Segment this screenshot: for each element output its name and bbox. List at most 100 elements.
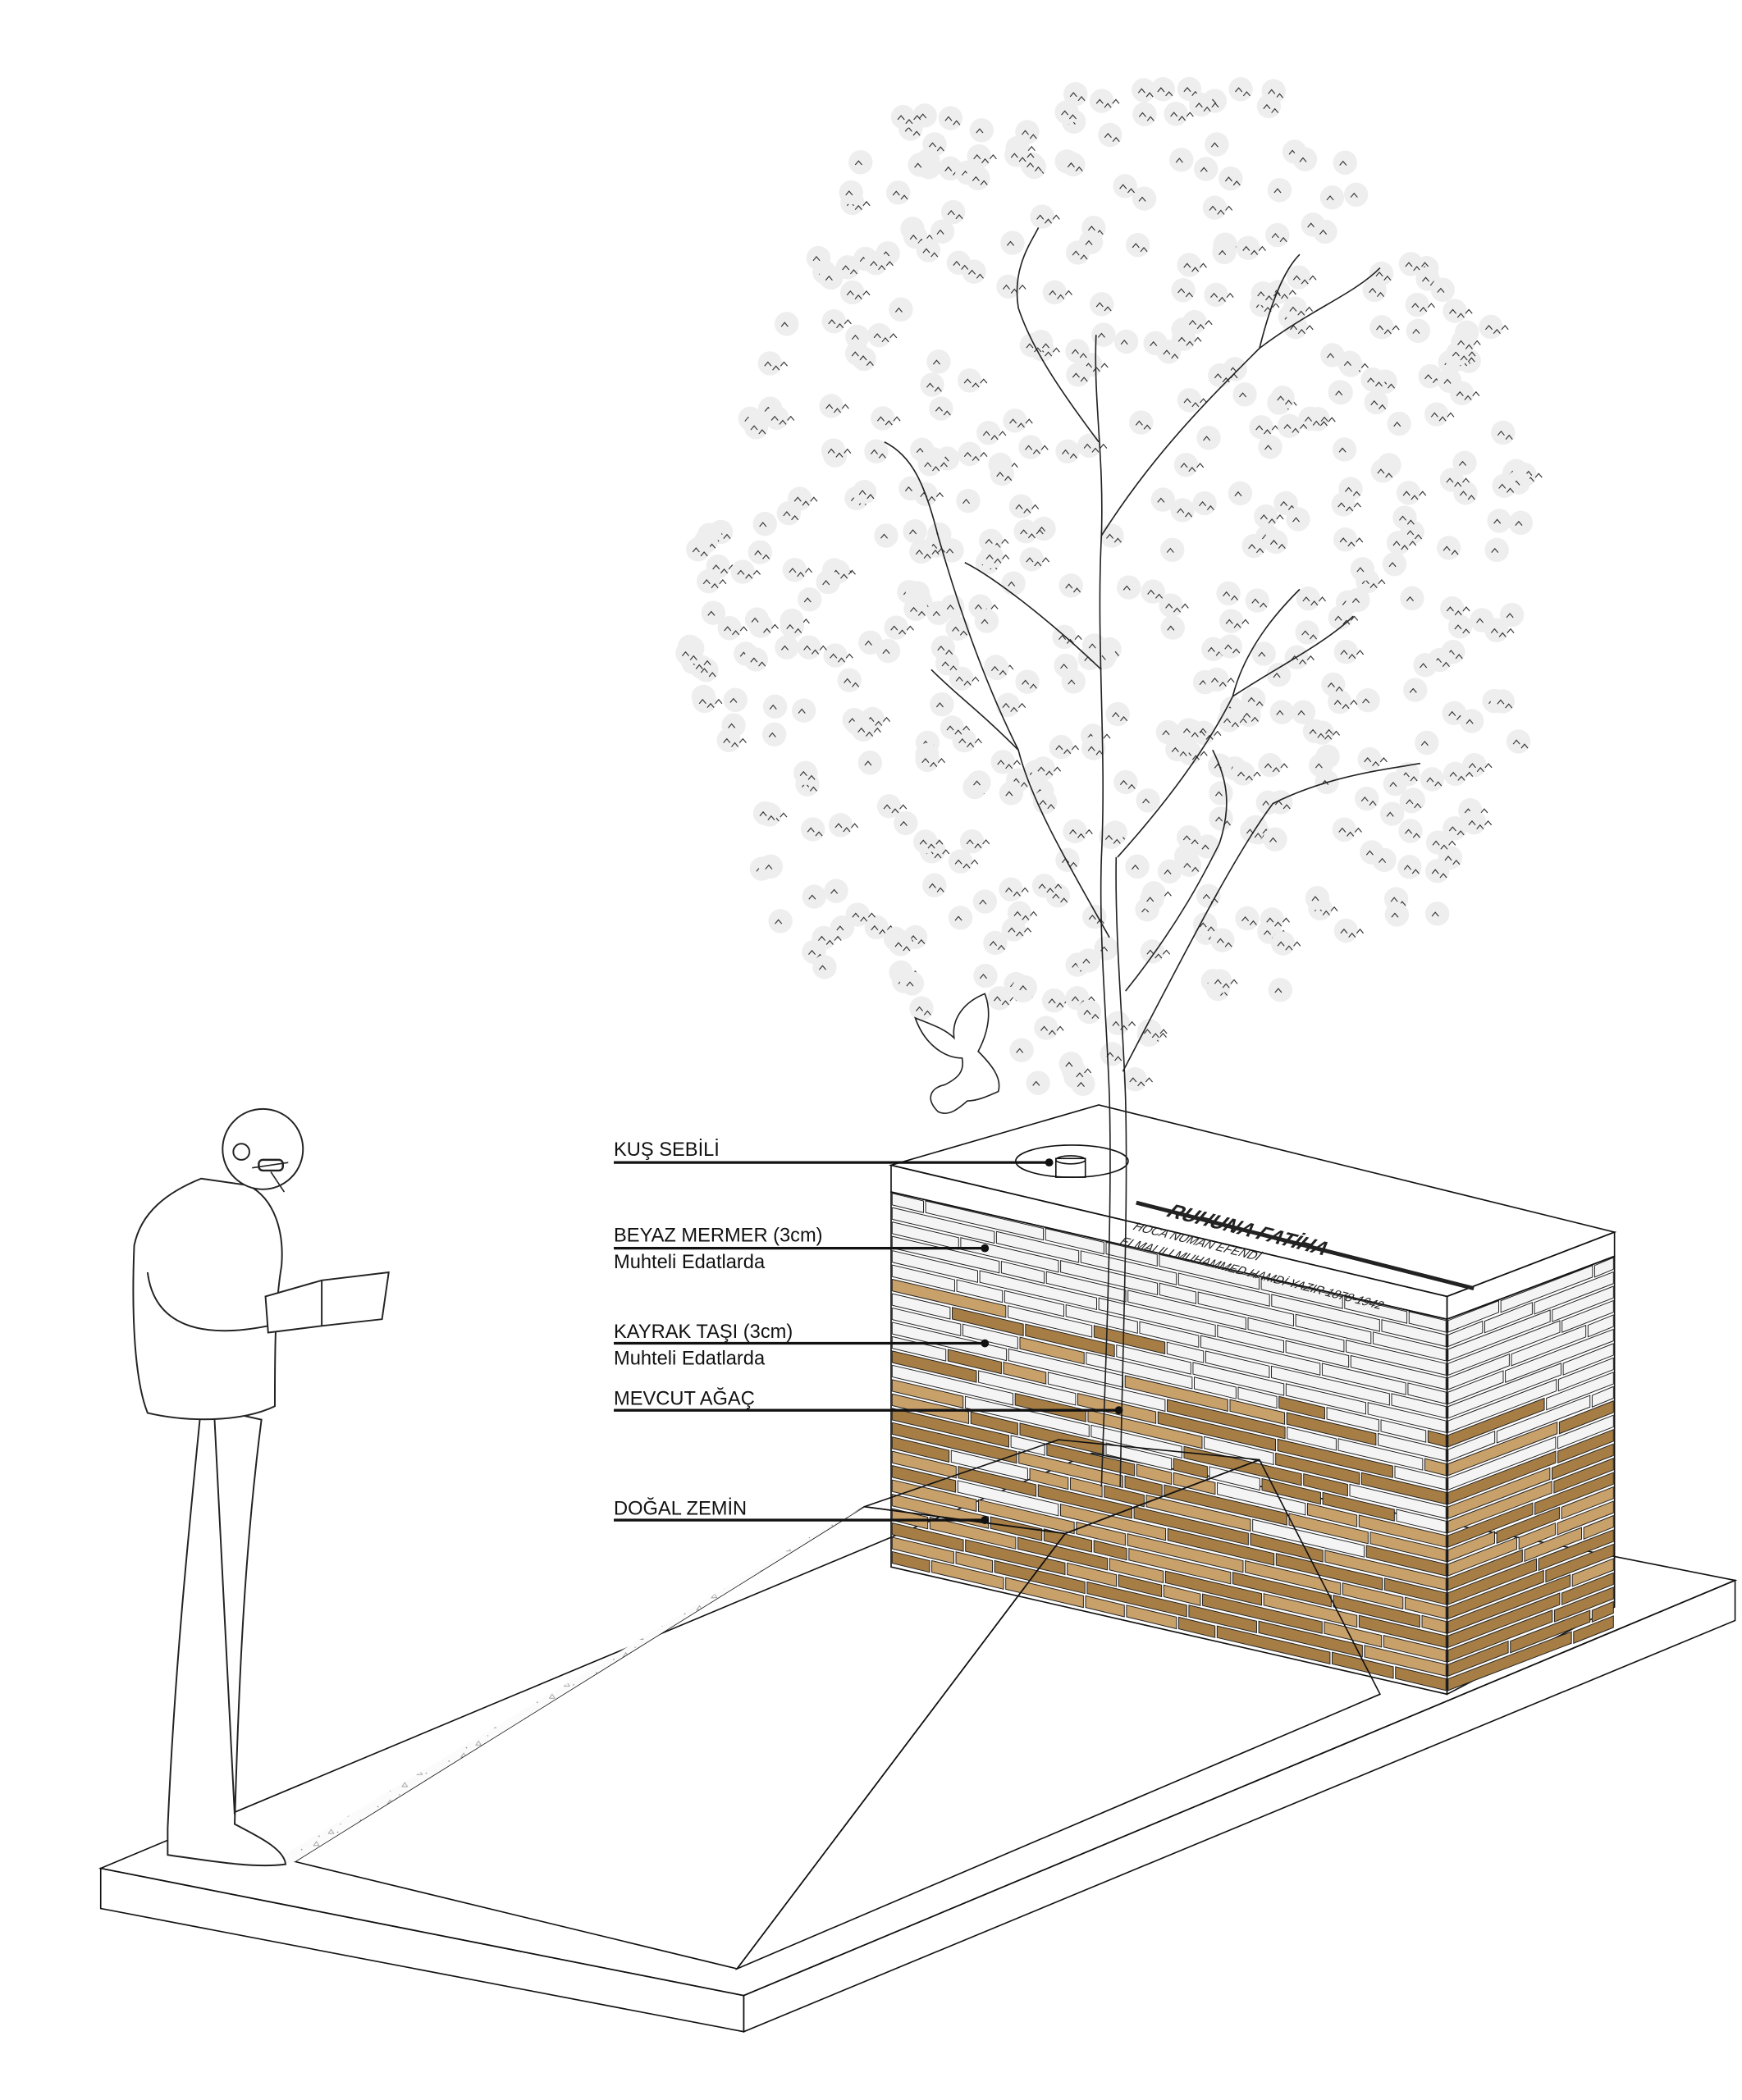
leaf-stroke [1049,290,1072,299]
leaf-stroke [845,190,853,196]
leaf-shadow [941,199,966,225]
leaf-mark [1077,433,1108,458]
leaf-shadow [857,751,883,775]
slate-stone [1342,1582,1404,1610]
leaf-mark [1136,788,1160,813]
leaf-mark [1256,94,1282,119]
marble-strip [1007,1305,1093,1338]
leaf-shadow [1209,781,1233,806]
slate-stone [891,1379,964,1409]
leaf-shadow [909,996,934,1020]
leaf-shadow [1026,1071,1050,1095]
leaf-shadow [1443,299,1467,323]
leaf-stroke [1370,399,1387,409]
leaf-mark [1286,507,1310,532]
leaf-mark [1452,450,1477,475]
leaf-stroke [1333,700,1358,710]
leaf-stroke [1362,698,1370,704]
leaf-shadow [1384,902,1410,927]
leaf-stroke [1132,243,1148,253]
marble-strip [1192,1362,1285,1396]
leaf-shadow [1173,452,1199,477]
leaf-mark [1122,1067,1153,1092]
leaf-mark [1081,736,1106,760]
slate-stone [1447,1450,1557,1505]
leaf-mark [824,879,848,903]
slate-stone [1067,1562,1118,1587]
leaf-stroke [1426,777,1443,787]
marble-strip [891,1322,1008,1362]
slate-stone [1261,1477,1321,1505]
leaf-mark [1321,672,1346,697]
leaf-mark [1171,278,1196,303]
slate-stone [891,1508,929,1530]
marble-strip [1484,1302,1533,1334]
leaf-stroke [807,827,823,837]
slate-stone [1014,1393,1086,1422]
leaf-shadow [1425,830,1451,855]
leaf-mark [889,297,913,322]
leaf-mark [1078,230,1104,254]
leaf-stroke [1146,897,1154,902]
leaf-shadow [1415,730,1439,756]
leaf-stroke [1459,491,1475,500]
leaf-stroke [1263,103,1279,113]
leaf-shadow [922,132,947,157]
leaf-stroke [700,668,716,678]
leaf-shadow [1113,329,1139,354]
marble-strip [1159,1282,1197,1304]
leaf-mark [1424,859,1450,883]
leaf-stroke [1273,673,1281,678]
leaf-mark [1491,420,1516,445]
leaf-mark [801,817,825,842]
leaf-mark [888,932,913,956]
leaf-mark [1400,586,1424,611]
leaf-stroke [1129,1077,1153,1087]
leaf-stroke [919,839,944,849]
leaf-stroke [1430,412,1455,422]
leaf-shadow [1291,700,1316,724]
leaf-mark [1140,939,1171,964]
leaf-shadow [1032,789,1058,815]
leaf-shadow [990,461,1014,486]
leaf-mark [1313,219,1337,244]
slate-stone [1573,1615,1614,1644]
marble-strip [1080,1250,1177,1285]
slate-stone [1188,1605,1257,1634]
slate-stone [1164,1484,1287,1526]
leaf-shadow [780,614,804,639]
leaf-stroke [846,290,871,300]
leaf-shadow [1034,1016,1058,1040]
leaf-shadow [996,274,1021,299]
leaf-mark [840,280,871,305]
leaf-mark [1156,340,1182,364]
marble-strip [891,1249,978,1283]
leaf-stroke [798,708,806,714]
leaf-shadow [701,600,726,625]
marble-strip [1447,1299,1500,1333]
slate-stone [947,1349,1002,1375]
leaf-shadow [839,180,863,205]
slate-stone [1447,1592,1561,1649]
slate-stone [1365,1545,1447,1577]
leaf-shadow [966,166,990,190]
leaf-stroke [1431,911,1439,917]
leaf-stroke [1364,757,1388,767]
leaf-mark [1333,918,1365,943]
leaf-mark [967,144,997,169]
leaf-mark [1061,152,1086,177]
leaf-mark [1383,771,1408,797]
leaf-mark [758,854,784,879]
leaf-stroke [1146,949,1171,959]
leaf-mark [828,813,859,838]
leaf-mark [693,688,723,714]
leaf-stroke [1297,710,1305,715]
slate-stone [1019,1336,1085,1365]
leaf-mark [920,372,944,397]
leaf-stroke [979,973,987,979]
leaf-shadow [1078,230,1104,254]
leaf-stroke [870,261,894,271]
marble-strip [1337,1438,1424,1471]
marble-strip [1557,1357,1614,1392]
leaf-shadow [1439,468,1465,492]
